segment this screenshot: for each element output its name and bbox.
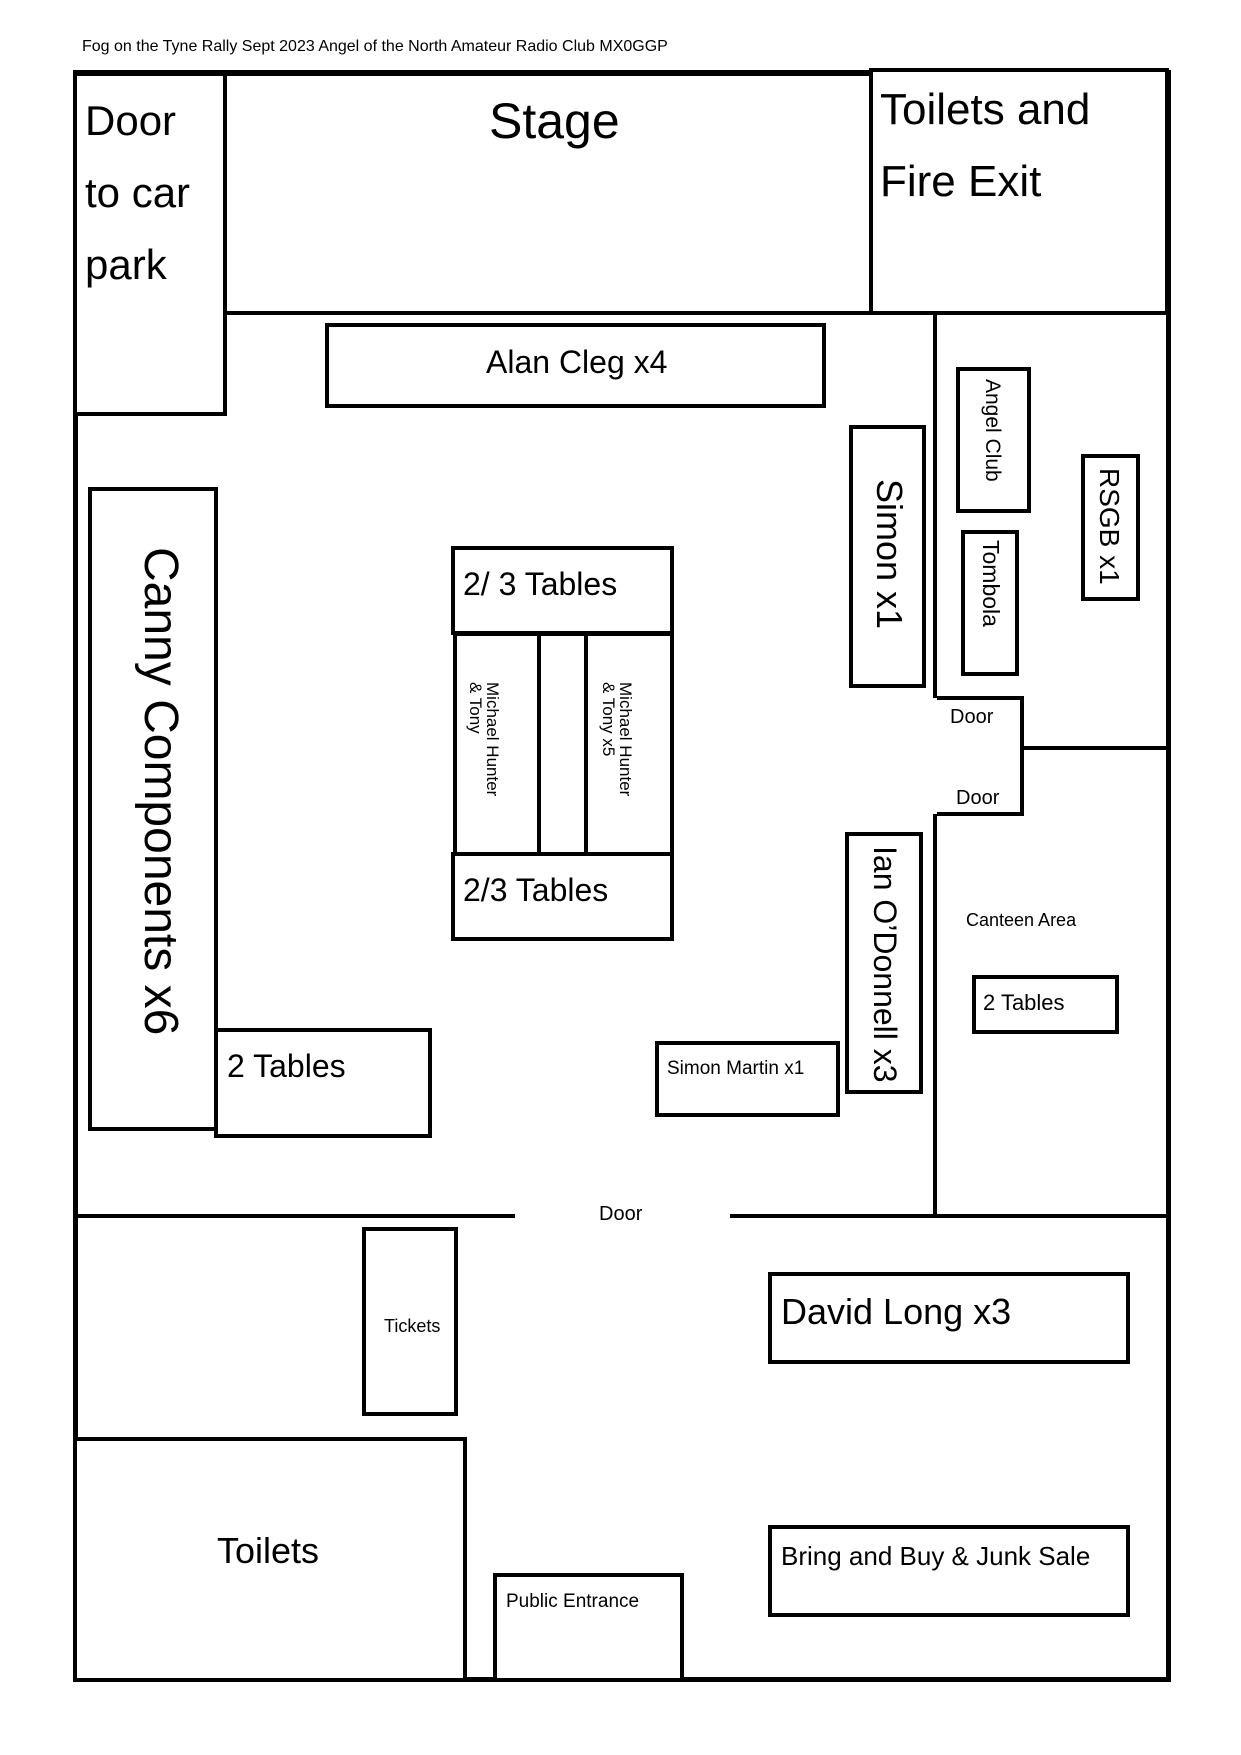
stall-michael-hunter-right[interactable]: Michael Hunter & Tony x5	[584, 632, 674, 858]
canteen-area-label: Canteen Area	[966, 910, 1077, 930]
door-to-car-park-label-1: Door	[85, 97, 177, 144]
tickets-label: Tickets	[384, 1316, 441, 1336]
aisle-divider	[537, 632, 588, 858]
toilets-and-fire-exit: Toilets and Fire Exit	[869, 68, 1169, 315]
canteen-tables-label: 2 Tables	[983, 990, 1065, 1015]
toilets-label: Toilets	[217, 1530, 320, 1571]
stall-michael-hunter-left[interactable]: Michael Hunter & Tony	[453, 632, 541, 858]
tables-bottom-label: 2/3 Tables	[463, 872, 609, 908]
canny-components-label: Canny Components x6	[134, 547, 187, 1036]
michael-hunter-left-label: Michael Hunter & Tony	[466, 682, 502, 797]
simon-martin-label: Simon Martin x1	[667, 1058, 805, 1079]
stall-angel-club[interactable]: Angel Club	[956, 367, 1031, 513]
stage-label: Stage	[489, 93, 620, 149]
door-to-car-park[interactable]: Door to car park	[73, 72, 227, 416]
wall-left-room-upper	[933, 311, 937, 697]
door-to-car-park-label-3: park	[85, 241, 167, 288]
toilets-fire-exit-label-1: Toilets and	[880, 85, 1091, 134]
two-tables-left-label: 2 Tables	[227, 1048, 346, 1084]
michael-hunter-left-line-1: Michael Hunter	[483, 682, 502, 797]
stall-simon[interactable]: Simon x1	[849, 425, 926, 688]
floor-plan-title: Fog on the Tyne Rally Sept 2023 Angel of…	[82, 38, 668, 55]
outer-wall-left	[73, 70, 78, 1682]
door-top-label: Door	[950, 706, 994, 728]
michael-hunter-right-label: Michael Hunter & Tony x5	[599, 682, 635, 797]
outer-wall-right	[1166, 70, 1171, 1682]
alan-cleg-label: Alan Cleg x4	[486, 344, 668, 380]
door-passage-left-gap	[933, 698, 937, 814]
michael-hunter-right-line-1: Michael Hunter	[616, 682, 635, 797]
main-door-label: Door	[599, 1203, 643, 1225]
stage: Stage	[223, 72, 873, 315]
tombola-label: Tombola	[978, 540, 1004, 627]
stall-canteen-tables[interactable]: 2 Tables	[972, 975, 1119, 1034]
wall-left-room-lower	[933, 812, 937, 1216]
stall-tickets[interactable]: Tickets	[362, 1227, 458, 1416]
stall-canny-components[interactable]: Canny Components x6	[88, 487, 218, 1131]
stall-bring-and-buy[interactable]: Bring and Buy & Junk Sale	[768, 1525, 1130, 1617]
stall-alan-cleg[interactable]: Alan Cleg x4	[325, 323, 826, 408]
rsgb-label: RSGB x1	[1094, 468, 1125, 585]
stall-two-tables-left[interactable]: 2 Tables	[214, 1028, 432, 1138]
simon-label: Simon x1	[869, 479, 910, 630]
tables-top-label: 2/ 3 Tables	[463, 566, 618, 602]
public-entrance-label: Public Entrance	[506, 1591, 640, 1612]
stall-rsgb[interactable]: RSGB x1	[1081, 454, 1140, 601]
bring-and-buy-label: Bring and Buy & Junk Sale	[781, 1541, 1091, 1571]
stall-tombola[interactable]: Tombola	[961, 530, 1019, 676]
stall-ian-odonnell[interactable]: Ian O’Donnell x3	[845, 832, 923, 1094]
stall-david-long[interactable]: David Long x3	[768, 1272, 1130, 1364]
wall-below-stage	[223, 311, 1169, 315]
michael-hunter-right-line-2: & Tony x5	[599, 682, 618, 757]
public-entrance[interactable]: Public Entrance	[493, 1573, 684, 1682]
david-long-label: David Long x3	[781, 1291, 1012, 1332]
wall-right-rooms-divider	[1020, 746, 1169, 750]
michael-hunter-left-line-2: & Tony	[466, 682, 485, 734]
stall-tables-top[interactable]: 2/ 3 Tables	[451, 546, 674, 635]
door-bottom-label: Door	[956, 787, 1000, 809]
toilets-room: Toilets	[73, 1437, 467, 1682]
wall-hall-bottom-left	[73, 1214, 515, 1218]
toilets-fire-exit-label-2: Fire Exit	[880, 157, 1042, 206]
stall-tables-bottom[interactable]: 2/3 Tables	[451, 852, 674, 941]
angel-club-label: Angel Club	[981, 379, 1004, 482]
ian-odonnell-label: Ian O’Donnell x3	[867, 846, 903, 1083]
door-to-car-park-label-2: to car	[85, 169, 191, 216]
stall-simon-martin[interactable]: Simon Martin x1	[655, 1041, 840, 1117]
wall-hall-bottom-right	[730, 1214, 1169, 1218]
